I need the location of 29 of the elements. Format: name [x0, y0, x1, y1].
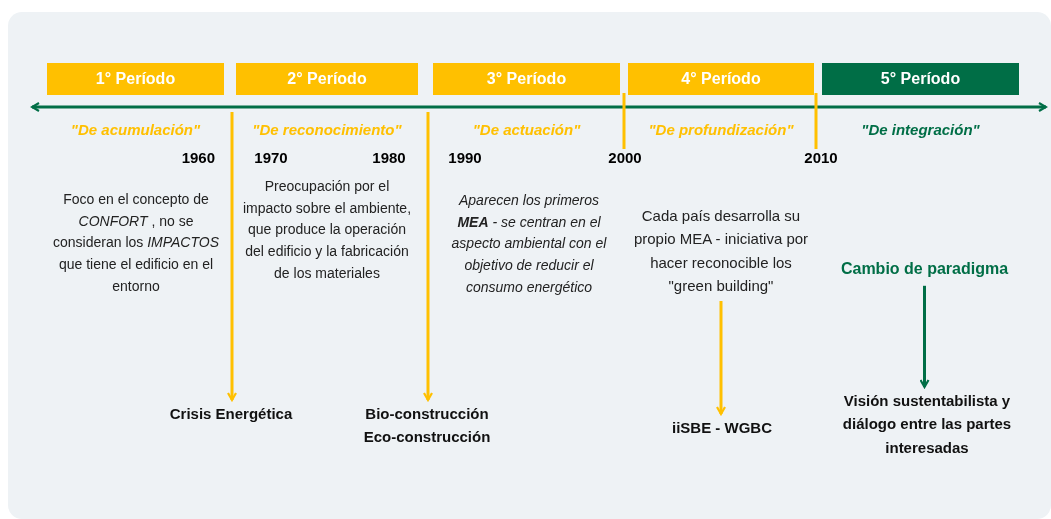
period-subtitle: "De reconocimiento" [251, 120, 403, 140]
period-subtitle: "De acumulación" [69, 120, 202, 140]
arrow [715, 301, 727, 416]
description-text: Preocupación por el impacto sobre el ambiente, que produce la operación del edificio y la fabricación de los materiales [241, 177, 413, 283]
description-text: Foco en el concepto de CONFORT , no se consideran los IMPACTOS que tiene el edificio en el entorno [52, 190, 220, 296]
period-header: 2° Período [236, 63, 418, 95]
year-label: 1970 [253, 148, 289, 168]
period-header: 3° Período [433, 63, 620, 95]
period-header: 1° Período [47, 63, 224, 95]
arrow [919, 285, 930, 389]
period-subtitle: "De integración" [860, 120, 981, 140]
result-text: iiSBE - WGBC [642, 416, 802, 440]
period-subtitle: "De actuación" [471, 120, 582, 140]
year-label: 2010 [803, 148, 839, 168]
description-text: Aparecen los primeros MEA - se centran en el aspecto ambiental con el objetivo de reducir el consumo energético [450, 191, 608, 297]
year-label: 1960 [180, 148, 215, 168]
arrow [226, 112, 238, 402]
year-label: 2000 [607, 148, 643, 168]
highlight-text: Cambio de paradigma [822, 257, 1027, 282]
year-label: 1990 [447, 148, 483, 168]
period-header: 4° Período [628, 63, 814, 95]
result-text: Crisis Energética [166, 402, 296, 426]
description-text: Cada país desarrolla su propio MEA - iniciativa por hacer reconocible los "green building" [628, 204, 814, 297]
period-subtitle: "De profundización" [647, 120, 795, 140]
result-text: Bio-construcción Eco-construcción [337, 402, 517, 449]
result-text: Visión sustentabilista y diálogo entre las partes interesadas [822, 389, 1032, 459]
arrow [422, 112, 434, 402]
year-label: 1980 [371, 148, 407, 168]
period-header: 5° Período [822, 63, 1019, 95]
